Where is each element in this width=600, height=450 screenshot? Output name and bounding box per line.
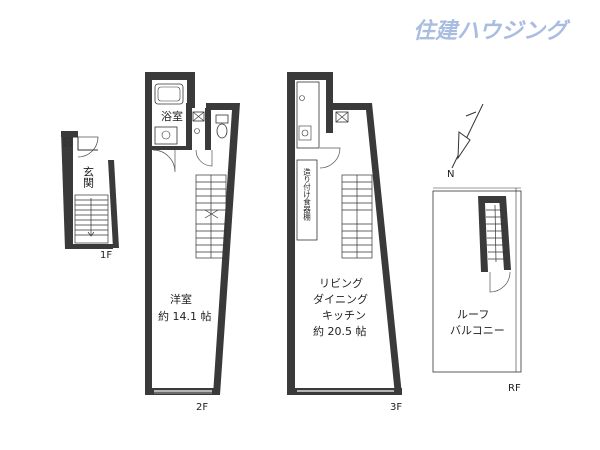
floor-label-3f: 3F — [390, 402, 402, 413]
room-label-bath: 浴室 — [161, 109, 183, 123]
compass-north-label: N — [447, 169, 454, 180]
room-label-ldk-2: ダイニング — [313, 292, 368, 306]
stairs-1f — [74, 194, 109, 244]
room-label-roof-1: ルーフ — [457, 308, 489, 321]
brand-logo: 住建ハウジング — [413, 18, 571, 44]
floor-label-rf: RF — [508, 383, 521, 394]
room-label-western-2: 約 14.1 帖 — [158, 309, 212, 323]
floor-rf: ルーフ バルコニー RF — [432, 187, 522, 394]
room-label-ldk-1: リビング — [319, 276, 363, 290]
built-in-cabinet — [296, 159, 318, 241]
floor-label-2f: 2F — [196, 402, 208, 413]
floor-1f: 玄関 1F — [61, 131, 119, 261]
room-label-roof-2: バルコニー — [450, 324, 505, 337]
floor-3f: 造り付け食器棚 リビング ダイニング キッチン 約 20.5 帖 3F — [287, 72, 402, 413]
floor-2f: 浴室 洋室 約 14.1 帖 2F — [145, 72, 240, 413]
room-label-cabinet: 造り付け食器棚 — [302, 167, 311, 222]
stairs-rf — [486, 204, 507, 263]
stairs-3f — [341, 174, 373, 259]
room-label-ldk-4: 約 20.5 帖 — [313, 324, 367, 338]
floor-label-1f: 1F — [100, 250, 112, 261]
compass: N — [447, 103, 484, 180]
room-label-entrance: 玄関 — [82, 165, 95, 188]
room-label-western-1: 洋室 — [170, 292, 192, 306]
room-label-ldk-3: キッチン — [322, 309, 366, 322]
stairs-2f — [195, 174, 227, 259]
